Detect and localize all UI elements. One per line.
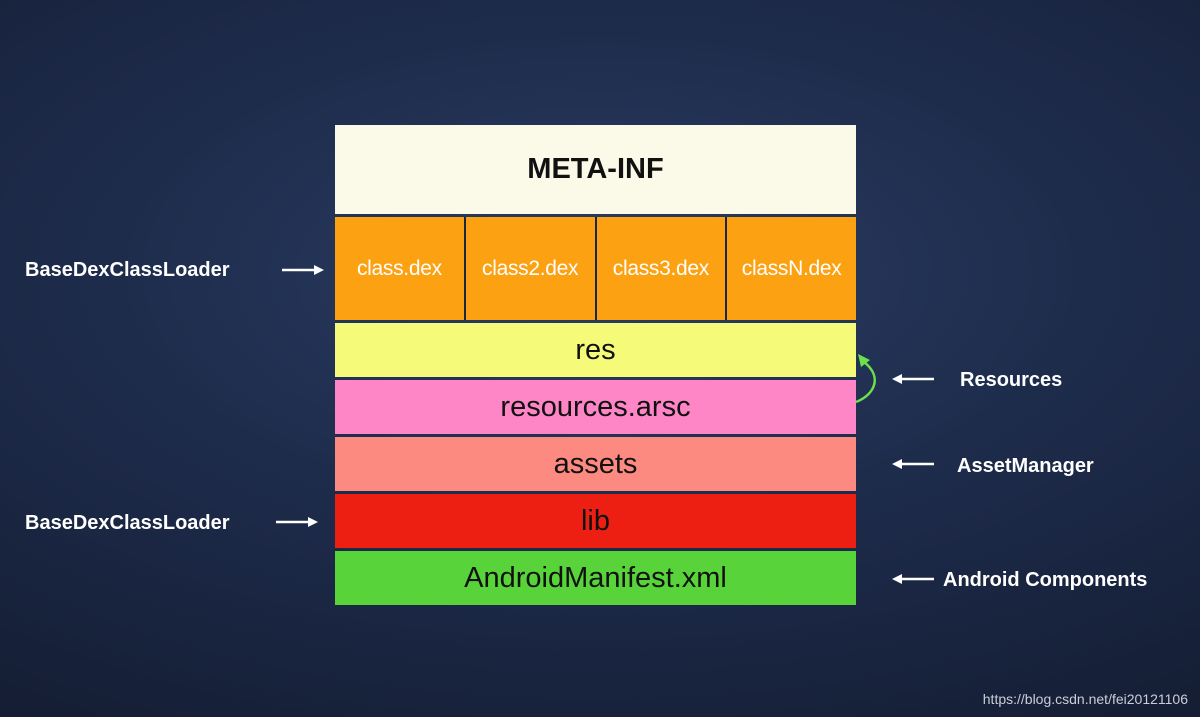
asset-manager-label: AssetManager xyxy=(957,455,1094,477)
android-components-arrow-icon xyxy=(892,574,934,584)
dex-file-classN: classN.dex xyxy=(727,217,856,320)
dex-file-class3: class3.dex xyxy=(596,217,728,320)
watermark: https://blog.csdn.net/fei20121106 xyxy=(982,691,1188,707)
manifest-label: AndroidManifest.xml xyxy=(464,561,727,594)
dex-loader-arrow-icon xyxy=(282,265,324,275)
dex-files-row: class.dex class2.dex class3.dex classN.d… xyxy=(335,217,856,320)
lib-loader-label: BaseDexClassLoader xyxy=(25,512,230,534)
manifest-block: AndroidManifest.xml xyxy=(335,551,856,605)
resources-arsc-label: resources.arsc xyxy=(500,390,691,423)
res-block: res xyxy=(335,323,856,377)
dex-file-class: class.dex xyxy=(335,217,466,320)
assets-block: assets xyxy=(335,437,856,491)
lib-block: lib xyxy=(335,494,856,548)
lib-loader-arrow-icon xyxy=(276,517,318,527)
resources-arsc-block: resources.arsc xyxy=(335,380,856,434)
lib-label: lib xyxy=(580,504,610,537)
android-components-label: Android Components xyxy=(943,569,1148,591)
res-label: res xyxy=(575,333,616,366)
resources-label: Resources xyxy=(960,369,1063,391)
dex-loader-label: BaseDexClassLoader xyxy=(25,259,230,281)
resources-arrow-icon xyxy=(892,374,934,384)
meta-inf-label: META-INF xyxy=(527,153,664,185)
asset-manager-arrow-icon xyxy=(892,459,934,469)
assets-label: assets xyxy=(553,447,638,480)
dex-file-class2: class2.dex xyxy=(465,217,597,320)
meta-inf-block: META-INF xyxy=(335,125,856,214)
curved-arrow-icon xyxy=(855,354,876,404)
